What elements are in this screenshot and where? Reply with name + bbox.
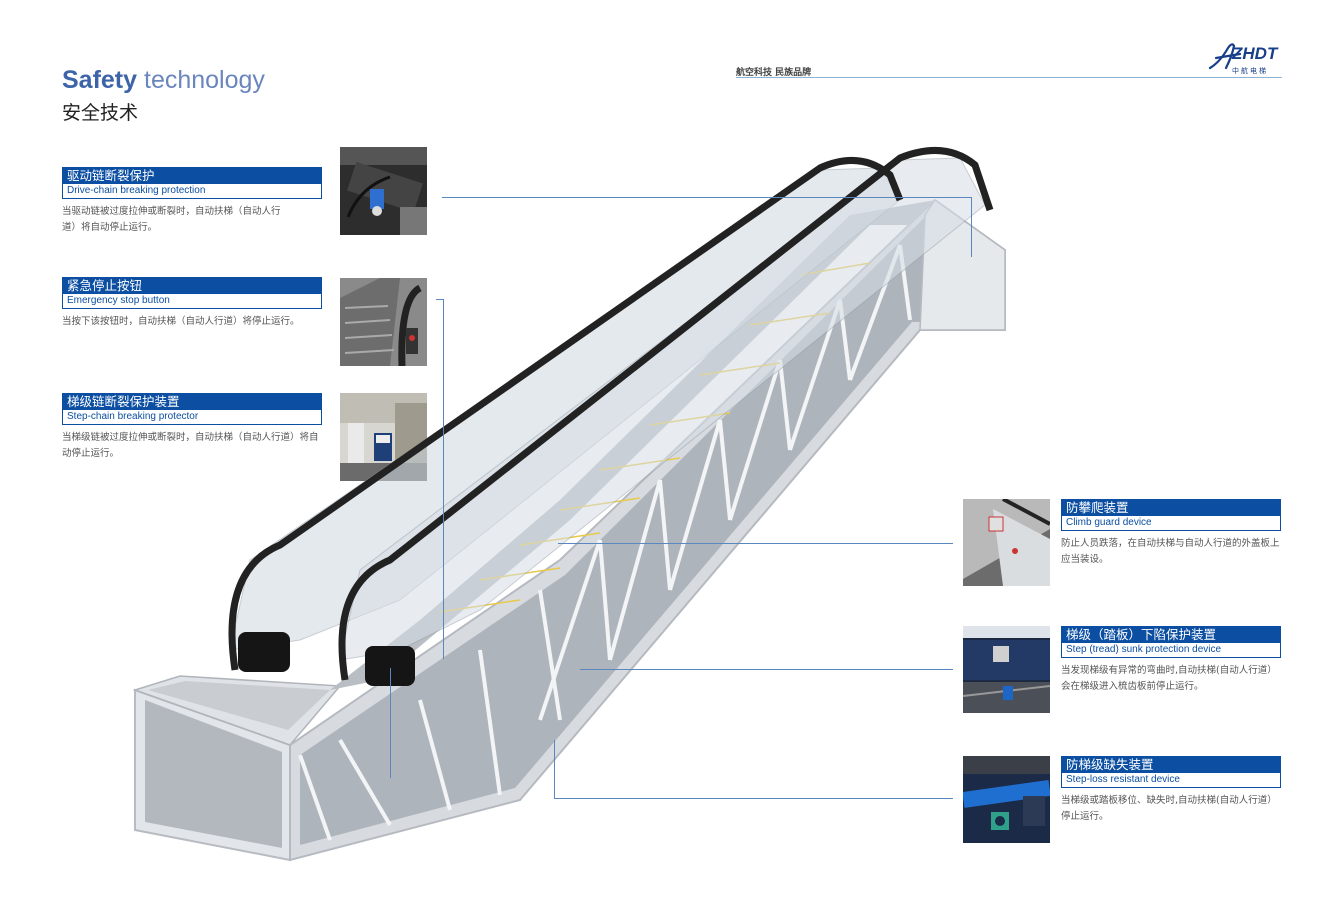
header-divider bbox=[736, 77, 1282, 78]
callout-line-step-loss-up bbox=[554, 740, 555, 798]
callout-line-emergency-stop bbox=[436, 299, 444, 300]
callout-line-drive-chain bbox=[442, 197, 972, 198]
feature-subtitle: Climb guard device bbox=[1061, 516, 1281, 531]
logo-subtitle: 中航电梯 bbox=[1232, 67, 1268, 75]
escalator-illustration bbox=[132, 146, 1006, 862]
feature-desc: 当梯级或踏板移位、缺失时,自动扶梯(自动人行道）停止运行。 bbox=[1061, 795, 1277, 822]
zhdt-logo-icon bbox=[1208, 43, 1242, 70]
callout-line-drive-chain-down bbox=[971, 197, 972, 257]
page-title-cn: 安全技术 bbox=[62, 102, 139, 124]
emergency-stop-photo bbox=[340, 278, 427, 366]
climb-guard-photo bbox=[963, 499, 1050, 586]
feature-subtitle: Step-chain breaking protector bbox=[62, 410, 322, 425]
feature-title: 梯级链断裂保护装置 bbox=[62, 393, 322, 410]
feature-climb-guard: 防攀爬装置 Climb guard device 防止人员跌落，在自动扶梯与自动… bbox=[1061, 499, 1281, 568]
feature-desc: 当发现梯级有异常的弯曲时,自动扶梯(自动人行道）会在梯级进入梳齿板前停止运行。 bbox=[1061, 665, 1277, 692]
callout-line-climb-guard bbox=[558, 543, 953, 544]
feature-desc: 当梯级链被过度拉伸或断裂时，自动扶梯（自动人行道）将自动停止运行。 bbox=[62, 432, 319, 459]
feature-drive-chain: 驱动链断裂保护 Drive-chain breaking protection … bbox=[62, 167, 322, 236]
feature-subtitle: Step (tread) sunk protection device bbox=[1061, 643, 1281, 658]
title-en-light: technology bbox=[144, 66, 265, 94]
feature-title: 防攀爬装置 bbox=[1061, 499, 1281, 516]
logo-text: ZHDT bbox=[1232, 44, 1278, 63]
feature-desc: 当按下该按钮时，自动扶梯（自动人行道）将停止运行。 bbox=[62, 316, 300, 327]
drive-chain-photo bbox=[340, 147, 427, 235]
feature-subtitle: Emergency stop button bbox=[62, 294, 322, 309]
callout-line-step-chain bbox=[390, 668, 391, 778]
feature-step-loss: 防梯级缺失装置 Step-loss resistant device 当梯级或踏… bbox=[1061, 756, 1281, 825]
feature-title: 驱动链断裂保护 bbox=[62, 167, 322, 184]
step-sunk-photo bbox=[963, 626, 1050, 713]
feature-step-sunk: 梯级（踏板）下陷保护装置 Step (tread) sunk protectio… bbox=[1061, 626, 1281, 695]
feature-step-chain: 梯级链断裂保护装置 Step-chain breaking protector … bbox=[62, 393, 322, 462]
feature-desc: 防止人员跌落，在自动扶梯与自动人行道的外盖板上应当装设。 bbox=[1061, 538, 1280, 565]
callout-line-step-loss bbox=[554, 798, 953, 799]
feature-subtitle: Step-loss resistant device bbox=[1061, 773, 1281, 788]
slogan: 航空科技 民族品牌 bbox=[736, 68, 812, 78]
feature-emergency-stop: 紧急停止按钮 Emergency stop button 当按下该按钮时，自动扶… bbox=[62, 277, 322, 330]
feature-title: 梯级（踏板）下陷保护装置 bbox=[1061, 626, 1281, 643]
feature-subtitle: Drive-chain breaking protection bbox=[62, 184, 322, 199]
callout-line-emergency-stop-down bbox=[443, 299, 444, 659]
feature-desc: 当驱动链被过度拉伸或断裂时，自动扶梯（自动人行道）将自动停止运行。 bbox=[62, 206, 281, 233]
feature-title: 防梯级缺失装置 bbox=[1061, 756, 1281, 773]
callout-line-step-sunk bbox=[580, 669, 953, 670]
page-title-en: Safety technology bbox=[62, 66, 265, 95]
feature-title: 紧急停止按钮 bbox=[62, 277, 322, 294]
step-loss-photo bbox=[963, 756, 1050, 843]
title-en-bold: Safety bbox=[62, 66, 138, 94]
